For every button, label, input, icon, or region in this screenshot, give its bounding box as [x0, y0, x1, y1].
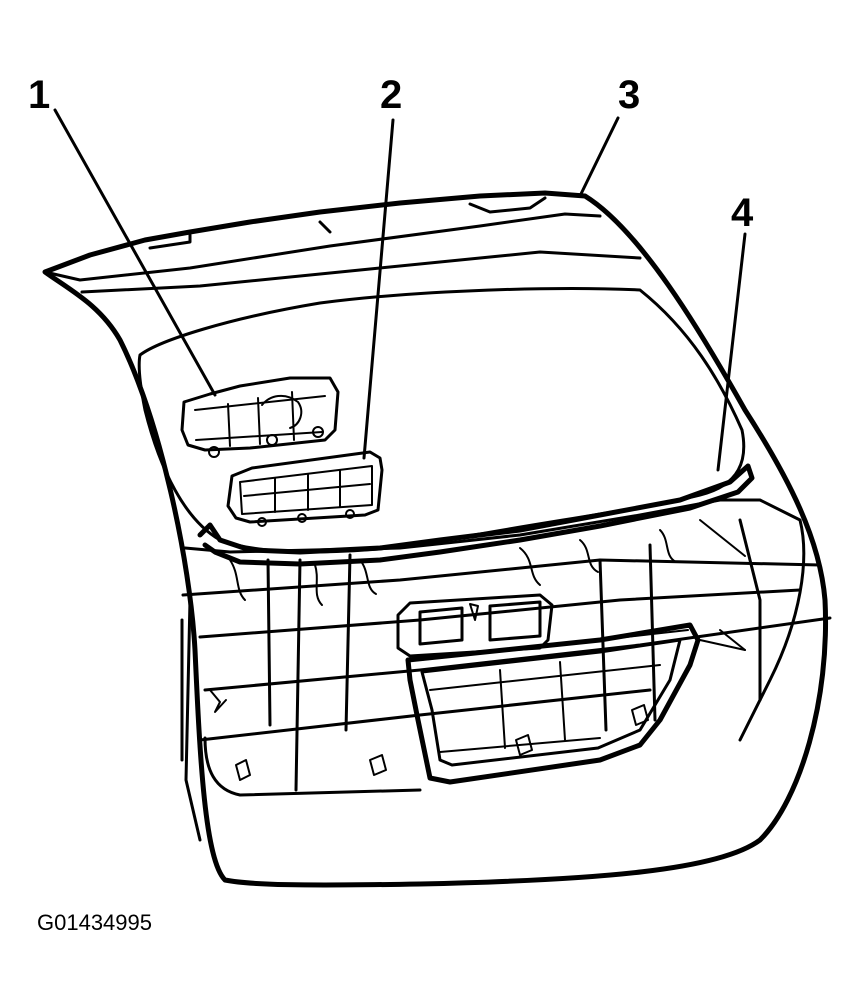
figure-id: G01434995	[37, 910, 152, 935]
callout-2: 2	[380, 73, 402, 117]
callout-3: 3	[618, 73, 640, 117]
leader-line-1	[53, 108, 217, 397]
license-plate-recess	[396, 593, 746, 785]
callout-4: 4	[731, 191, 754, 235]
leader-line-3	[578, 116, 620, 198]
component-1-housing	[180, 376, 340, 458]
leader-line-2	[362, 118, 395, 460]
component-2-vent	[226, 450, 384, 527]
callout-1: 1	[28, 73, 50, 117]
leader-line-4	[716, 232, 747, 472]
leader-lines	[53, 108, 747, 472]
inner-panel	[180, 498, 832, 842]
